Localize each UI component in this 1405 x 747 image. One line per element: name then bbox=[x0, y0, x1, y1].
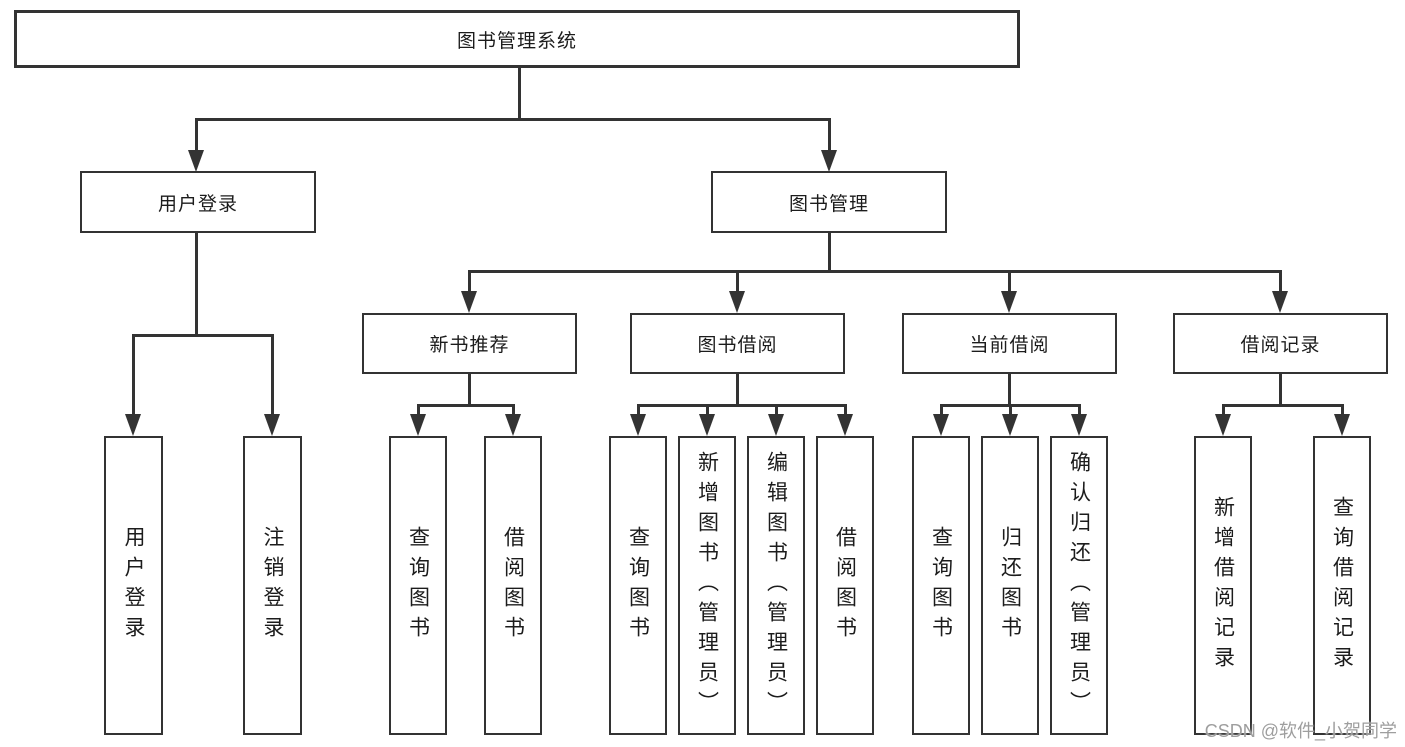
connector-book-mgmt-stub bbox=[828, 118, 831, 152]
connector-newbooks-stub bbox=[468, 270, 471, 293]
node-current-borrowing: 当前借阅 bbox=[902, 313, 1117, 374]
leaf-add-borrow-record: 新增借阅记录 bbox=[1194, 436, 1252, 735]
node-label: 查询图书 bbox=[929, 525, 953, 646]
connector-g3-leaf2-stub bbox=[706, 404, 709, 416]
connector-g4-trunk bbox=[1008, 374, 1011, 406]
node-label: 图书管理系统 bbox=[456, 30, 577, 52]
leaf-return-books: 归还图书 bbox=[981, 436, 1039, 735]
arrow-down-icon bbox=[1071, 414, 1087, 436]
arrow-down-icon bbox=[821, 150, 837, 172]
arrow-down-icon bbox=[729, 291, 745, 313]
connector-g5-leaf1-stub bbox=[1222, 404, 1225, 416]
node-library-management-system: 图书管理系统 bbox=[14, 10, 1020, 68]
connector-g5-trunk bbox=[1279, 374, 1282, 406]
node-new-book-recommendation: 新书推荐 bbox=[362, 313, 577, 374]
arrow-down-icon bbox=[1002, 414, 1018, 436]
arrow-down-icon bbox=[837, 414, 853, 436]
connector-g3-trunk bbox=[736, 374, 739, 406]
leaf-edit-books-admin: 编辑图书（管理员） bbox=[747, 436, 805, 735]
node-label: 新书推荐 bbox=[429, 335, 510, 356]
connector-g3-leaf1-stub bbox=[637, 404, 640, 416]
connector-root-trunk bbox=[518, 68, 521, 120]
node-label: 借阅图书 bbox=[501, 525, 525, 646]
connector-g2-horizontal bbox=[417, 404, 515, 407]
node-borrowing-records: 借阅记录 bbox=[1173, 313, 1388, 374]
arrow-down-icon bbox=[1334, 414, 1350, 436]
node-label: 归还图书 bbox=[998, 525, 1022, 646]
node-label: 新增借阅记录 bbox=[1211, 495, 1235, 676]
connector-g3-leaf4-stub bbox=[844, 404, 847, 416]
arrow-down-icon bbox=[410, 414, 426, 436]
arrow-down-icon bbox=[264, 414, 280, 436]
node-label: 编辑图书（管理员） bbox=[764, 450, 788, 721]
connector-records-stub bbox=[1279, 270, 1282, 293]
leaf-query-books-current: 查询图书 bbox=[912, 436, 970, 735]
connector-user-leaf2-stub bbox=[271, 334, 274, 416]
connector-g2-leaf1-stub bbox=[417, 404, 420, 416]
node-book-management: 图书管理 bbox=[711, 171, 947, 233]
node-label: 查询图书 bbox=[406, 525, 430, 646]
leaf-logout: 注销登录 bbox=[243, 436, 302, 735]
connector-level2-horizontal bbox=[195, 118, 831, 121]
watermark: CSDN @软件_小贺同学 bbox=[1204, 721, 1397, 741]
node-label: 图书管理 bbox=[788, 193, 869, 215]
node-label: 新增图书（管理员） bbox=[695, 450, 719, 721]
arrow-down-icon bbox=[125, 414, 141, 436]
arrow-down-icon bbox=[461, 291, 477, 313]
connector-g4-leaf3-stub bbox=[1078, 404, 1081, 416]
connector-g3-horizontal bbox=[637, 404, 847, 407]
arrow-down-icon bbox=[505, 414, 521, 436]
connector-user-leaf1-stub bbox=[132, 334, 135, 416]
connector-level3-horizontal bbox=[468, 270, 1282, 273]
arrow-down-icon bbox=[768, 414, 784, 436]
arrow-down-icon bbox=[1215, 414, 1231, 436]
connector-g4-leaf2-stub bbox=[1009, 404, 1012, 416]
connector-g2-trunk bbox=[468, 374, 471, 406]
node-book-borrowing: 图书借阅 bbox=[630, 313, 845, 374]
node-user-login: 用户登录 bbox=[80, 171, 316, 233]
leaf-query-borrow-record: 查询借阅记录 bbox=[1313, 436, 1371, 735]
node-label: 借阅记录 bbox=[1240, 335, 1321, 356]
connector-g5-leaf2-stub bbox=[1341, 404, 1344, 416]
node-label: 用户登录 bbox=[122, 525, 145, 646]
node-label: 查询图书 bbox=[626, 525, 650, 646]
leaf-add-books-admin: 新增图书（管理员） bbox=[678, 436, 736, 735]
connector-current-stub bbox=[1008, 270, 1011, 293]
node-label: 查询借阅记录 bbox=[1330, 495, 1354, 676]
arrow-down-icon bbox=[188, 150, 204, 172]
connector-user-group-horizontal bbox=[132, 334, 274, 337]
node-label: 当前借阅 bbox=[969, 335, 1050, 356]
leaf-borrow-books-recommend: 借阅图书 bbox=[484, 436, 542, 735]
node-label: 借阅图书 bbox=[833, 525, 857, 646]
leaf-user-login: 用户登录 bbox=[104, 436, 163, 735]
arrow-down-icon bbox=[1272, 291, 1288, 313]
arrow-down-icon bbox=[630, 414, 646, 436]
node-label: 图书借阅 bbox=[697, 335, 778, 356]
leaf-query-books-recommend: 查询图书 bbox=[389, 436, 447, 735]
node-label: 确认归还（管理员） bbox=[1067, 450, 1091, 721]
connector-borrowing-stub bbox=[736, 270, 739, 293]
arrow-down-icon bbox=[933, 414, 949, 436]
node-label: 注销登录 bbox=[261, 525, 284, 646]
arrow-down-icon bbox=[699, 414, 715, 436]
leaf-confirm-return-admin: 确认归还（管理员） bbox=[1050, 436, 1108, 735]
connector-g2-leaf2-stub bbox=[512, 404, 515, 416]
connector-user-login-stub bbox=[195, 118, 198, 152]
connector-g3-leaf3-stub bbox=[775, 404, 778, 416]
connector-g5-horizontal bbox=[1222, 404, 1344, 407]
arrow-down-icon bbox=[1001, 291, 1017, 313]
node-label: 用户登录 bbox=[157, 193, 238, 215]
connector-g4-leaf1-stub bbox=[940, 404, 943, 416]
connector-user-login-trunk bbox=[195, 233, 198, 336]
leaf-query-books-borrowing: 查询图书 bbox=[609, 436, 667, 735]
leaf-borrow-books: 借阅图书 bbox=[816, 436, 874, 735]
connector-book-mgmt-trunk bbox=[828, 233, 831, 273]
